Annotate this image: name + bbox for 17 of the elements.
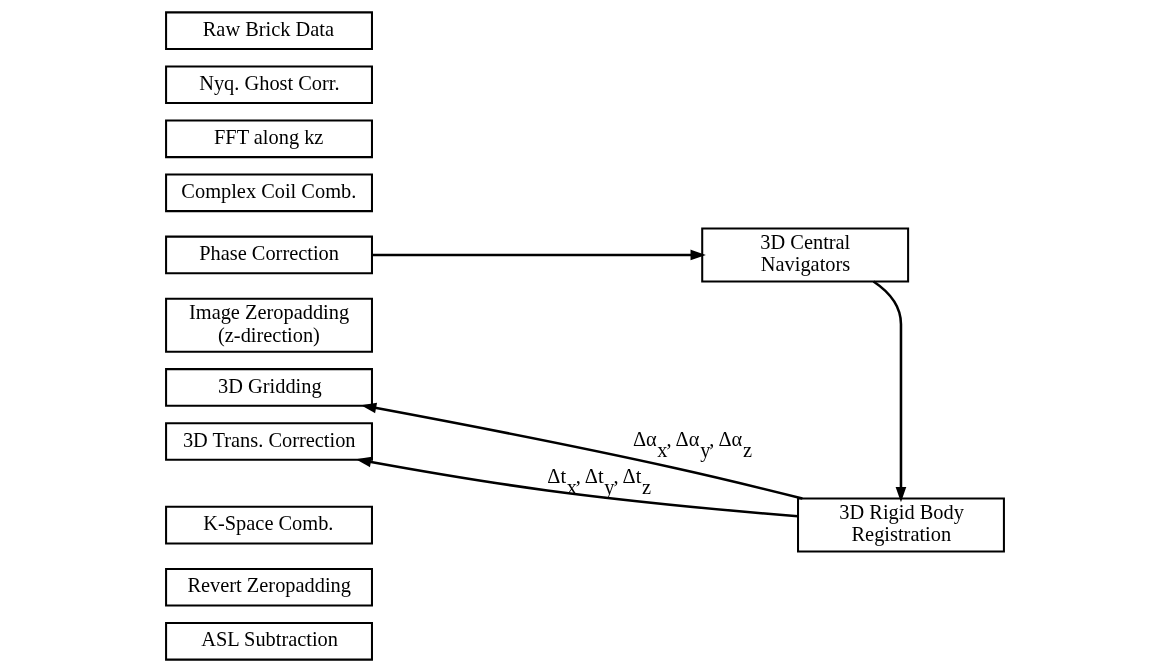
- arrow: [360, 402, 803, 500]
- arrow: [355, 456, 798, 518]
- node-box: Complex Coil Comb.: [164, 173, 373, 213]
- node-box: K-Space Comb.: [164, 505, 373, 545]
- node-box: 3D Gridding: [164, 368, 373, 407]
- node-box: 3D Central Navigators: [700, 227, 909, 283]
- node-box: ASL Subtraction: [164, 621, 373, 661]
- node-box: 3D Trans. Correction: [164, 422, 373, 461]
- node-box: Nyq. Ghost Corr.: [164, 65, 373, 105]
- node-box: FFT along kz: [164, 119, 373, 159]
- node-box: Phase Correction: [164, 235, 373, 275]
- node-box: Image Zeropadding (z-direction): [164, 297, 373, 353]
- arrow: [371, 249, 706, 261]
- node-box: Revert Zeropadding: [164, 567, 373, 607]
- arrow: [872, 280, 906, 503]
- node-box: 3D Rigid Body Registration: [796, 497, 1005, 553]
- node-box: Raw Brick Data: [164, 11, 373, 51]
